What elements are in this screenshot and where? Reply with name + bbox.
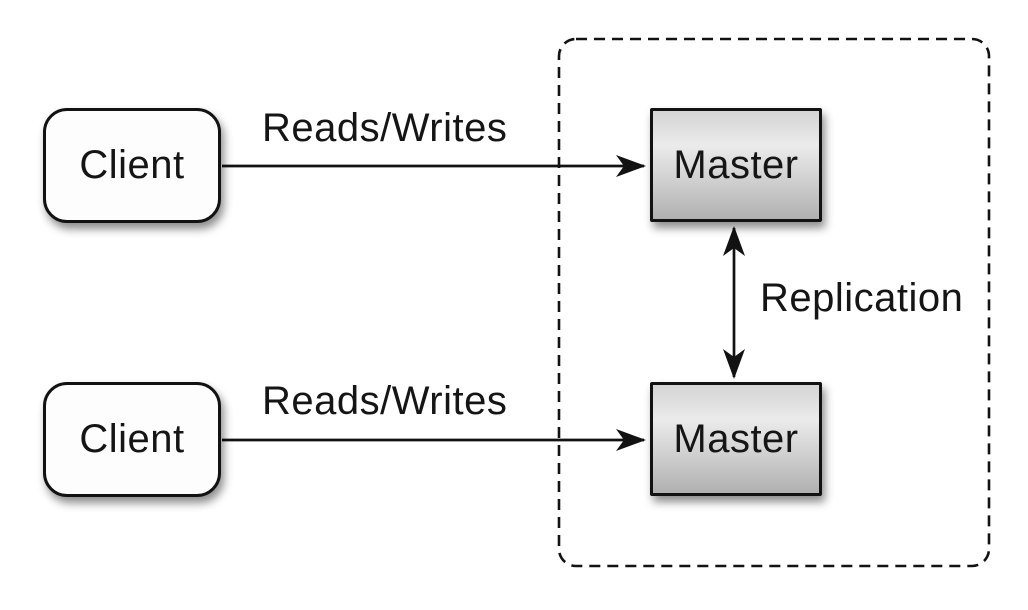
edge-label-reads-writes-bottom: Reads/Writes bbox=[262, 379, 508, 423]
master-node-top-label: Master bbox=[673, 142, 799, 187]
master-node-top: Master bbox=[650, 108, 822, 222]
client-node-bottom-label: Client bbox=[79, 417, 185, 461]
edge-label-replication: Replication bbox=[760, 276, 964, 320]
master-node-bottom: Master bbox=[650, 382, 822, 496]
master-node-bottom-label: Master bbox=[673, 416, 799, 461]
edge-label-reads-writes-top: Reads/Writes bbox=[262, 106, 508, 150]
client-node-top: Client bbox=[43, 108, 221, 223]
client-node-bottom: Client bbox=[43, 382, 221, 497]
client-node-top-label: Client bbox=[79, 143, 185, 187]
replication-group-boundary bbox=[557, 37, 991, 568]
